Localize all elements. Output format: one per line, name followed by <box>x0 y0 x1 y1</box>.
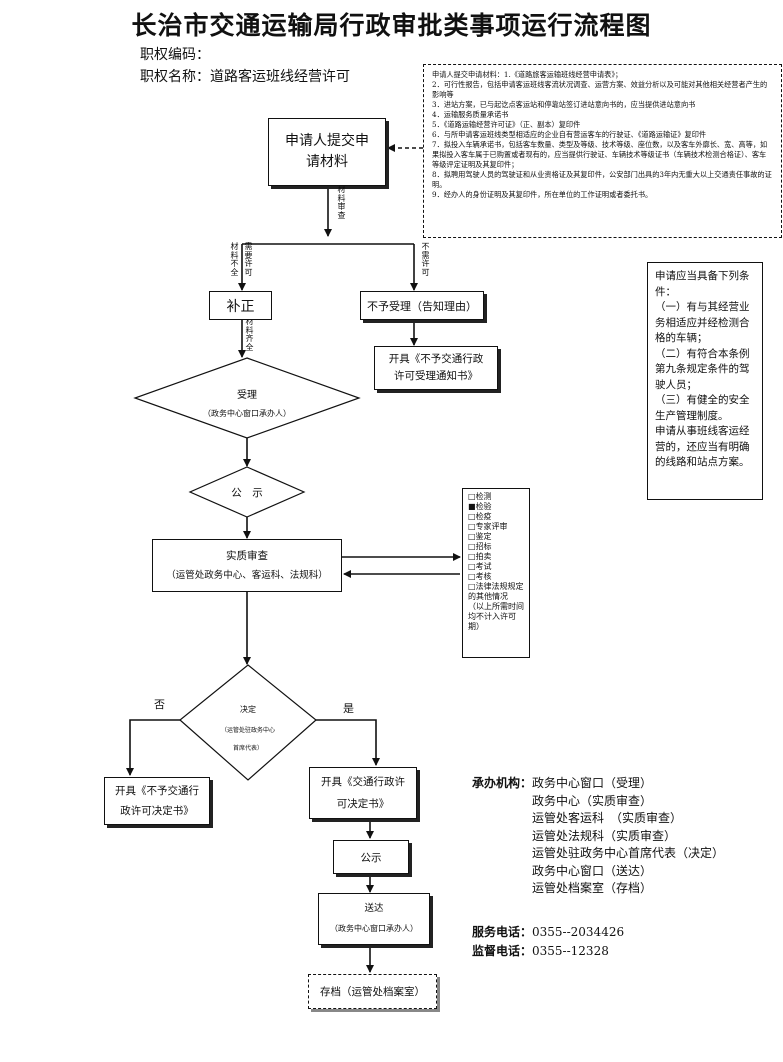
checklist-item: □检疫 <box>468 512 492 521</box>
node-publicity-2-label: 公示 <box>360 851 382 864</box>
supervise-phone-line: 监督电话：0355--12328 <box>472 942 609 959</box>
condition-item: （一）有与其经营业务相适应并经检测合格的车辆； <box>655 301 750 344</box>
decision-sub-label-1: （运管处驻政务中心 <box>220 727 275 734</box>
requirement-item: 9．经办人的身份证明及其复印件，所在单位的工作证明或者委托书。 <box>432 190 653 199</box>
node-reject-notice: 开具《不予交通行政许可受理通知书》 <box>374 346 498 390</box>
condition-item: 申请应当具备下列条件： <box>655 270 750 298</box>
checkbox-icon: □ <box>468 512 476 521</box>
requirement-item: 3．进站方案，已与起讫点客运站和停靠站签订进站意向书的，应当提供进站意向书 <box>432 100 696 109</box>
publicity-label: 公 示 <box>231 487 263 499</box>
edge-decision-no <box>126 719 180 776</box>
requirement-item: 5．《道路运输经营许可证》（正、副本）复印件 <box>432 120 581 129</box>
edge-decision-yes <box>316 719 380 766</box>
condition-item: （二）有符合本条例第九条规定条件的驾驶人员； <box>655 347 750 391</box>
org-item: 运管处档案室（存档） <box>532 881 653 895</box>
condition-item: （三）有健全的安全生产管理制度。 <box>655 394 750 422</box>
requirement-item: 7．拟投入车辆承诺书，包括客车数量、类型及等级、技术等级、座位数，以及客车外廓长… <box>432 140 768 169</box>
checkbox-icon: □ <box>468 542 476 551</box>
checklist-note: （以上所需时间均不计入许可期） <box>468 602 524 631</box>
checkbox-icon: ■ <box>468 502 476 511</box>
service-phone-line: 服务电话：0355--2034426 <box>472 923 624 940</box>
checklist-item: □法律法规规定的其他情况 <box>468 582 524 601</box>
service-phone-label: 服务电话： <box>472 925 533 939</box>
label-no-permit: 不需许可 <box>421 242 430 277</box>
accept-diamond <box>133 357 361 439</box>
node-archive: 存档（运管处档案室） <box>308 974 437 1009</box>
supervise-phone-label: 监督电话： <box>472 944 533 958</box>
checklist-item: □检测 <box>468 492 492 501</box>
decision-sub-label-2: 首席代表） <box>232 745 263 752</box>
label-materials-incomplete: 材料不全 <box>230 242 239 277</box>
org-item: 运管处法规科（实质审查） <box>532 828 677 843</box>
accept-sub-label: （政务中心窗口承办人） <box>203 409 291 418</box>
org-item: 运管处驻政务中心首席代表（决定） <box>532 846 725 860</box>
publicity-diamond <box>188 466 306 518</box>
checkbox-icon: □ <box>468 522 476 531</box>
checkbox-icon: □ <box>468 492 476 501</box>
checklist-item: □考试 <box>468 562 492 571</box>
accept-label: 受理 <box>237 390 257 401</box>
requirement-item: 8．拟聘用驾驶人员的驾驶证和从业资格证及其复印件，公安部门出具的3年内无重大以上… <box>432 170 772 189</box>
node-reject-label: 不予受理（告知理由） <box>367 299 477 313</box>
node-submit: 申请人提交申请材料 <box>268 118 386 186</box>
requirement-item: 2．可行性报告，包括申请客运班线客流状况调查、运营方案、效益分析以及可能对其他相… <box>432 80 768 99</box>
checklist-item: □拍卖 <box>468 552 492 561</box>
page-title: 长治市交通运输局行政审批类事项运行流程图 <box>131 11 652 40</box>
checkbox-icon: □ <box>468 532 476 541</box>
node-review-label: 实质审查 <box>226 549 268 562</box>
code-label: 职权编码： <box>140 47 210 63</box>
checkbox-icon: □ <box>468 562 476 571</box>
checklist-box: □检测 ■检验 □检疫 □专家评审 □鉴定 □招标 □拍卖 □考试 □考核 □法… <box>462 488 530 658</box>
node-supplement-label: 补正 <box>226 298 255 315</box>
supervise-phone-value: 0355--12328 <box>532 944 609 958</box>
label-review-materials: 材料审查 <box>337 185 346 220</box>
decision-label: 决定 <box>240 705 256 714</box>
node-deliver: 送达 （政务中心窗口承办人） <box>318 893 430 945</box>
requirement-item: 4．运输服务质量承诺书 <box>432 110 509 119</box>
org-label: 承办机构： <box>472 776 533 790</box>
node-archive-label: 存档（运管处档案室） <box>320 986 425 998</box>
checklist-item: □考核 <box>468 572 492 581</box>
requirements-box: 申请人提交申请材料：1.《道路旅客运输班线经营申请表》； 2．可行性报告，包括申… <box>423 64 782 238</box>
node-submit-label: 申请人提交申请材料 <box>285 133 369 170</box>
checklist-item: □招标 <box>468 542 492 551</box>
label-materials-complete: 材料齐全 <box>245 317 254 352</box>
checklist-item: □鉴定 <box>468 532 492 541</box>
org-item: 政务中心（实质审查） <box>532 793 653 808</box>
node-deny-label: 开具《不予交通行政许可决定书》 <box>115 785 199 817</box>
node-approve-label: 开具《交通行政许可决定书》 <box>321 776 405 810</box>
condition-item: 申请从事班线客运经营的，还应当有明确的线路和站点方案。 <box>655 425 750 468</box>
name-label: 职权名称：道路客运班线经营许可 <box>140 69 350 85</box>
org-item: 运管处客运科 （实质审查） <box>532 811 683 825</box>
service-phone-value: 0355--2034426 <box>532 925 625 939</box>
org-item: 政务中心窗口（送达） <box>532 863 653 878</box>
node-approve: 开具《交通行政许可决定书》 <box>309 767 417 819</box>
requirement-item: 6．与所申请客运班线类型相适应的企业自有营运客车的行驶证、《道路运输证》复印件 <box>432 130 707 139</box>
node-deliver-sub-label: （政务中心窗口承办人） <box>330 924 418 933</box>
node-deny: 开具《不予交通行政许可决定书》 <box>104 777 210 825</box>
node-publicity-2: 公示 <box>333 840 409 874</box>
node-review-sub-label: （运管处政务中心、客运科、法规科） <box>166 569 328 581</box>
node-supplement: 补正 <box>209 291 272 320</box>
node-reject: 不予受理（告知理由） <box>360 291 484 320</box>
conditions-box: 申请应当具备下列条件： （一）有与其经营业务相适应并经检测合格的车辆； （二）有… <box>647 262 763 500</box>
checkbox-icon: □ <box>468 572 476 581</box>
checkbox-icon: □ <box>468 552 476 561</box>
label-needs-permit: 需要许可 <box>244 242 253 277</box>
node-deliver-label: 送达 <box>364 903 384 914</box>
checklist-item: ■检验 <box>468 502 492 511</box>
label-no: 否 <box>154 698 165 711</box>
checkbox-icon: □ <box>468 582 476 591</box>
node-reject-notice-label: 开具《不予交通行政许可受理通知书》 <box>388 353 484 382</box>
checklist-item: □专家评审 <box>468 522 508 531</box>
org-item: 政务中心窗口（受理） <box>532 776 653 790</box>
label-yes: 是 <box>343 702 354 715</box>
decision-diamond <box>179 664 317 781</box>
node-review: 实质审查 （运管处政务中心、客运科、法规科） <box>152 539 342 592</box>
requirement-item: 申请人提交申请材料：1.《道路旅客运输班线经营申请表》； <box>432 70 623 79</box>
org-list: 承办机构： 政务中心窗口（受理） 政务中心（实质审查） 运管处客运科 （实质审查… <box>472 775 724 898</box>
